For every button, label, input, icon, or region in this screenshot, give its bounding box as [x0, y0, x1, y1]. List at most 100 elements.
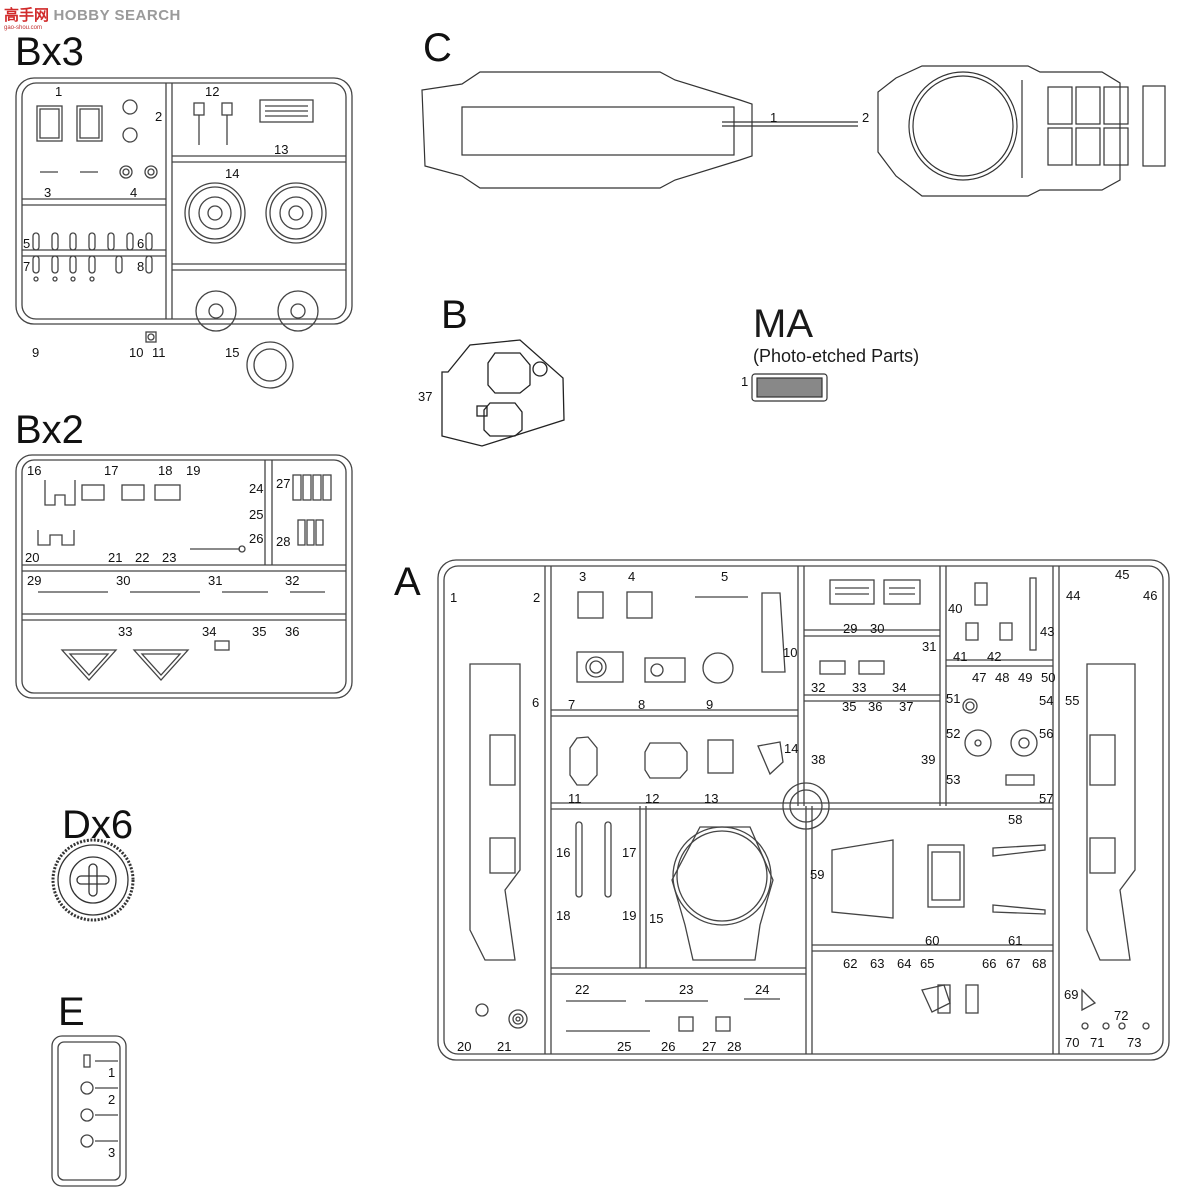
part-label: 55 [1065, 693, 1080, 708]
part-label: 2 [533, 590, 541, 605]
part-label: 5 [721, 569, 729, 584]
part-label: 16 [27, 463, 42, 478]
part-label: 27 [276, 476, 291, 491]
part-label: 1 [770, 110, 778, 125]
part-label: 21 [497, 1039, 512, 1054]
part-label: 59 [810, 867, 825, 882]
part-label: 35 [252, 624, 267, 639]
part-label: 53 [946, 772, 961, 787]
part-label: 28 [276, 534, 291, 549]
part-label: 41 [953, 649, 968, 664]
part-label: 49 [1018, 670, 1033, 685]
part-label: 61 [1008, 933, 1023, 948]
sprue-dx6-title: Dx6 [62, 803, 134, 847]
part-label: 21 [108, 550, 123, 565]
part-label: 6 [137, 236, 145, 251]
part-label: 36 [868, 699, 883, 714]
part-label: 3 [108, 1145, 116, 1160]
part-label: 70 [1065, 1035, 1080, 1050]
sprue-b-part [441, 339, 565, 447]
photo-etched-part [751, 373, 828, 402]
sprue-b-title: B [441, 293, 468, 337]
part-label: 12 [205, 84, 220, 99]
part-label: 19 [186, 463, 201, 478]
sprue-ma-subtitle: (Photo-etched Parts) [753, 346, 920, 366]
sprue-bx3-frame [15, 77, 353, 389]
part-label: 13 [274, 142, 289, 157]
part-label: 29 [843, 621, 858, 636]
part-label: 2 [155, 109, 163, 124]
part-label: 1 [741, 374, 749, 389]
part-label: 28 [727, 1039, 742, 1054]
part-label: 18 [158, 463, 173, 478]
part-label: 32 [811, 680, 826, 695]
part-label: 23 [162, 550, 177, 565]
part-label: 23 [679, 982, 694, 997]
part-label: 40 [948, 601, 963, 616]
part-label: 10 [783, 645, 798, 660]
part-label: 3 [44, 185, 52, 200]
part-label: 58 [1008, 812, 1023, 827]
part-label: 17 [622, 845, 637, 860]
part-label: 7 [568, 697, 576, 712]
part-label: 2 [862, 110, 870, 125]
part-label: 11 [568, 791, 582, 806]
part-label: 30 [116, 573, 131, 588]
part-label: 22 [575, 982, 590, 997]
part-label: 11 [152, 345, 166, 360]
sprue-c-parts [421, 65, 1166, 197]
part-label: 42 [987, 649, 1002, 664]
part-label: 39 [921, 752, 936, 767]
part-label: 24 [249, 481, 264, 496]
sprue-e-frame [51, 1035, 127, 1187]
part-label: 54 [1039, 693, 1054, 708]
part-label: 60 [925, 933, 940, 948]
part-label: 3 [579, 569, 587, 584]
watermark: 高手网 HOBBY SEARCH gao-shou.com [4, 4, 181, 31]
sprue-bx2-frame [15, 454, 353, 699]
part-label: 14 [784, 741, 799, 756]
sprue-bx3-title: Bx3 [15, 30, 84, 74]
part-label: 68 [1032, 956, 1047, 971]
part-label: 34 [892, 680, 907, 695]
part-label: 16 [556, 845, 571, 860]
part-label: 4 [628, 569, 636, 584]
part-label: 17 [104, 463, 119, 478]
part-label: 1 [450, 590, 458, 605]
part-label: 67 [1006, 956, 1021, 971]
sprue-e-title: E [58, 990, 85, 1034]
part-label: 9 [706, 697, 714, 712]
part-label: 12 [645, 791, 660, 806]
part-label: 19 [622, 908, 637, 923]
part-label: 8 [137, 259, 145, 274]
part-label: 8 [638, 697, 646, 712]
part-label: 38 [811, 752, 826, 767]
part-label: 73 [1127, 1035, 1142, 1050]
part-label: 46 [1143, 588, 1158, 603]
part-label: 35 [842, 699, 857, 714]
tire-part-drawing [51, 838, 135, 922]
part-label: 45 [1115, 567, 1130, 582]
part-label: 52 [946, 726, 961, 741]
part-label: 44 [1066, 588, 1081, 603]
sprue-c-title: C [423, 26, 452, 70]
watermark-url: gao-shou.com [4, 25, 43, 31]
part-label: 15 [649, 911, 664, 926]
part-label: 25 [249, 507, 264, 522]
part-label: 64 [897, 956, 912, 971]
part-label: 14 [225, 166, 240, 181]
part-label: 7 [23, 259, 31, 274]
part-label: 15 [225, 345, 240, 360]
part-label: 71 [1090, 1035, 1105, 1050]
part-label: 56 [1039, 726, 1054, 741]
part-label: 66 [982, 956, 997, 971]
part-label: 37 [899, 699, 914, 714]
part-label: 47 [972, 670, 987, 685]
part-label: 30 [870, 621, 885, 636]
sprue-a-title: A [394, 560, 421, 604]
part-label: 57 [1039, 791, 1054, 806]
part-label: 9 [32, 345, 40, 360]
part-label: 2 [108, 1092, 116, 1107]
part-label: 34 [202, 624, 217, 639]
